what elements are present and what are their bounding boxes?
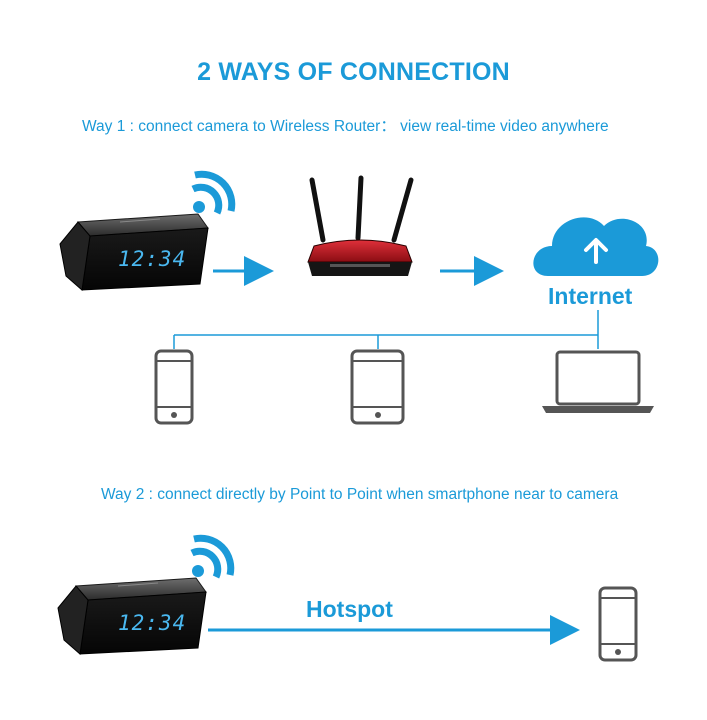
wifi-icon-2 [190,534,235,579]
smartphone-icon-2 [598,586,638,662]
smartphone-icon-1 [154,349,194,425]
page-title: 2 WAYS OF CONNECTION [197,58,510,86]
clock-camera-2: 12:34 [57,577,207,655]
internet-connection-lines [173,310,599,349]
way2-caption: Way 2 : connect directly by Point to Poi… [101,486,619,503]
wifi-icon-1 [191,170,236,215]
cloud-icon [533,217,659,276]
clock-camera-1: 12:34 [59,213,209,291]
clock-display-2: 12:34 [118,611,186,635]
router-icon [307,175,414,276]
clock-display-1: 12:34 [118,247,186,271]
tablet-icon [350,349,405,425]
way1-caption: Way 1 : connect camera to Wireless Route… [82,118,609,135]
laptop-icon [542,350,654,413]
hotspot-label: Hotspot [306,596,393,622]
internet-label: Internet [548,283,633,309]
